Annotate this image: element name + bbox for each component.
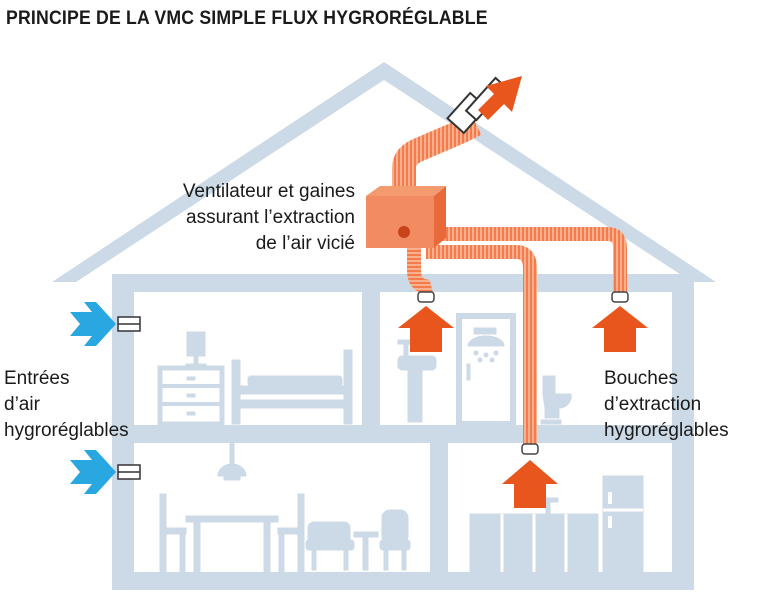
fresh-air-inlets [70, 302, 141, 494]
sink-icon [397, 339, 437, 423]
fan-label-line-2: assurant l’extraction [186, 207, 355, 228]
shower-icon [456, 313, 516, 427]
exhaust-arrow-icon [398, 306, 454, 352]
duct-right-room [436, 227, 627, 294]
middle-floor [112, 425, 694, 443]
outlet-label-line-1: Bouches [604, 368, 678, 389]
exhaust-arrow-icon [592, 306, 648, 352]
kitchen-cabinet-icon [469, 497, 599, 573]
armchair-icon [305, 521, 355, 571]
toilet-icon [540, 375, 572, 425]
house-structure [52, 62, 716, 590]
dining-furniture [159, 442, 411, 573]
lower-partition [430, 434, 448, 580]
armchair-icon [379, 509, 411, 571]
fridge-icon [602, 475, 644, 573]
fan-duct-label: Ventilateur et gaines assurant l’extract… [183, 179, 355, 257]
table-icon [185, 515, 279, 573]
table-icon [353, 531, 379, 571]
bedroom-furniture [157, 331, 353, 427]
bed-icon [231, 349, 353, 425]
exhaust-arrow-icon [502, 460, 558, 508]
extraction-vent-icon [417, 291, 629, 455]
duct-kitchen [426, 245, 537, 446]
air-inlets-label: Entrées d’air hygroréglables [4, 366, 129, 444]
exhaust-arrows [398, 76, 648, 508]
air-inlet-grille-icon [117, 316, 141, 480]
main-exhaust-duct [392, 113, 482, 200]
inlet-label-line-3: hygroréglables [4, 420, 129, 441]
extraction-ducts [392, 76, 627, 446]
fresh-air-arrow-icon [70, 302, 116, 346]
fan-label-line-1: Ventilateur et gaines [182, 181, 355, 202]
kitchen-furniture [469, 475, 644, 573]
outlet-label-line-2: d’extraction [604, 394, 702, 415]
exhaust-arrow-icon [478, 76, 522, 120]
chair-icon [159, 493, 187, 573]
attic-floor [112, 274, 694, 292]
fan-unit-icon [366, 186, 446, 248]
fan-label-line-3: de l’air vicié [255, 233, 355, 254]
ground-floor [112, 572, 694, 590]
bathroom-furniture [397, 313, 572, 427]
duct-bathroom [407, 248, 433, 296]
upper-partition [362, 282, 380, 434]
pendant-lamp-icon [217, 442, 247, 481]
inlet-label-line-2: d’air [4, 394, 40, 415]
fresh-air-arrow-icon [70, 450, 116, 494]
extraction-vents-label: Bouches d’extraction hygroréglables [604, 366, 729, 444]
nightstand-icon [157, 365, 225, 427]
outlet-label-line-3: hygroréglables [604, 420, 729, 441]
diagram-title: PRINCIPE DE LA VMC SIMPLE FLUX HYGRORÉGL… [6, 8, 488, 29]
chair-icon [277, 493, 305, 573]
lamp-icon [185, 331, 207, 369]
inlet-label-line-1: Entrées [4, 368, 70, 389]
